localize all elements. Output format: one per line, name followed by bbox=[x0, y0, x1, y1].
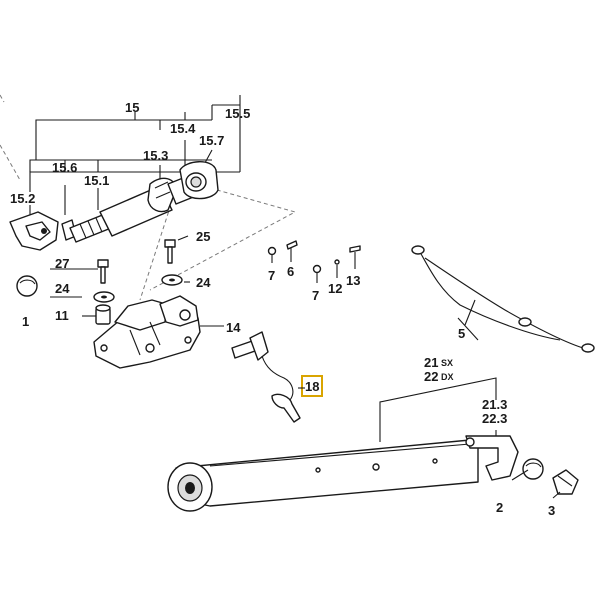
assembly-dash-lines bbox=[0, 94, 297, 301]
bolt-27 bbox=[97, 259, 109, 284]
label-15-1: 15.1 bbox=[84, 173, 109, 188]
retainer-3 bbox=[552, 469, 579, 495]
label-7-a: 7 bbox=[268, 268, 275, 283]
label-15-6: 15.6 bbox=[52, 160, 77, 175]
bolt-25 bbox=[164, 239, 176, 264]
top-link-assembly bbox=[9, 161, 219, 251]
label-15-7: 15.7 bbox=[199, 133, 224, 148]
label-5: 5 bbox=[458, 326, 465, 341]
label-2: 2 bbox=[496, 500, 503, 515]
label-15-2: 15.2 bbox=[10, 191, 35, 206]
lower-leaders bbox=[50, 235, 561, 499]
small-hardware bbox=[267, 240, 361, 283]
bushing-11 bbox=[95, 304, 111, 325]
label-15-5: 15.5 bbox=[225, 106, 250, 121]
label-15-3: 15.3 bbox=[143, 148, 168, 163]
label-25: 25 bbox=[196, 229, 210, 244]
label-6: 6 bbox=[287, 264, 294, 279]
label-15-4: 15.4 bbox=[170, 121, 196, 136]
lower-link-arm bbox=[167, 435, 519, 512]
label-24-left: 24 bbox=[55, 281, 70, 296]
ball-1 bbox=[16, 275, 38, 297]
callout-labels: 15 15.5 15.4 15.7 15.3 15.6 15.1 15.2 25… bbox=[10, 100, 555, 518]
label-21: 21 bbox=[424, 355, 438, 370]
label-27: 27 bbox=[55, 256, 69, 271]
top-link-bracket-14 bbox=[93, 295, 201, 369]
label-18: 18 bbox=[305, 379, 319, 394]
label-21-sx: SX bbox=[441, 358, 453, 368]
label-22: 22 bbox=[424, 369, 438, 384]
ball-2 bbox=[522, 458, 544, 480]
pin-18 bbox=[231, 331, 323, 423]
label-11: 11 bbox=[55, 308, 69, 323]
label-22-3: 22.3 bbox=[482, 411, 507, 426]
label-7-b: 7 bbox=[312, 288, 319, 303]
label-15: 15 bbox=[125, 100, 139, 115]
label-12: 12 bbox=[328, 281, 342, 296]
cable-5 bbox=[411, 245, 595, 353]
label-13: 13 bbox=[346, 273, 360, 288]
washer-24-right bbox=[161, 274, 183, 286]
label-1: 1 bbox=[22, 314, 29, 329]
washer-24-left bbox=[93, 291, 115, 303]
label-22-dx: DX bbox=[441, 372, 454, 382]
label-24-right: 24 bbox=[196, 275, 211, 290]
highlight-box-18 bbox=[301, 375, 323, 397]
label-14: 14 bbox=[226, 320, 241, 335]
label-3: 3 bbox=[548, 503, 555, 518]
label-21-3: 21.3 bbox=[482, 397, 507, 412]
